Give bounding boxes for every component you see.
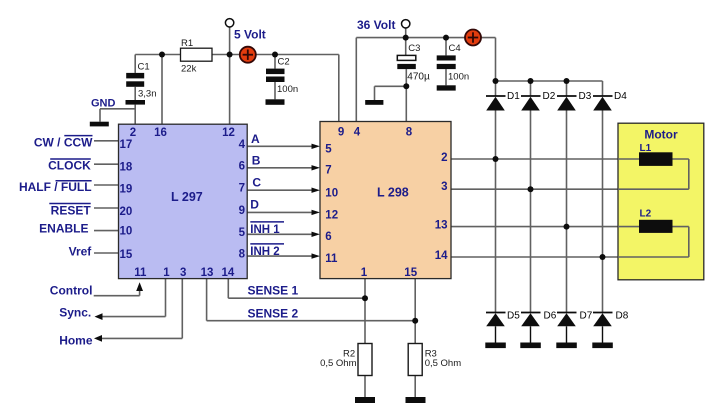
svg-text:9: 9 — [338, 127, 344, 139]
svg-text:6: 6 — [239, 160, 245, 172]
svg-text:3: 3 — [180, 267, 186, 279]
svg-text:SENSE 2: SENSE 2 — [248, 307, 299, 321]
svg-text:Sync.: Sync. — [59, 306, 91, 320]
svg-text:16: 16 — [154, 127, 167, 139]
svg-text:D7: D7 — [580, 310, 593, 321]
svg-text:R1: R1 — [181, 38, 193, 49]
svg-text:12: 12 — [325, 209, 338, 221]
svg-text:10: 10 — [120, 226, 133, 238]
svg-text:RESET: RESET — [51, 204, 92, 218]
svg-text:11: 11 — [134, 267, 147, 279]
svg-text:11: 11 — [325, 253, 338, 265]
svg-text:D4: D4 — [614, 91, 627, 102]
svg-text:C: C — [252, 175, 261, 189]
svg-text:L 298: L 298 — [377, 185, 409, 199]
svg-text:0,5 Ohm: 0,5 Ohm — [320, 358, 357, 369]
svg-text:1: 1 — [361, 267, 368, 279]
svg-text:7: 7 — [239, 183, 245, 195]
svg-text:15: 15 — [120, 249, 133, 261]
svg-text:5 Volt: 5 Volt — [234, 27, 266, 41]
svg-text:C4: C4 — [449, 43, 461, 54]
svg-text:D5: D5 — [507, 310, 520, 321]
svg-text:2: 2 — [441, 152, 447, 164]
svg-text:9: 9 — [239, 205, 245, 217]
svg-text:20: 20 — [120, 206, 133, 218]
svg-text:4: 4 — [239, 139, 246, 151]
svg-text:Motor: Motor — [644, 128, 678, 142]
svg-text:100n: 100n — [448, 72, 469, 83]
svg-text:13: 13 — [435, 220, 448, 232]
svg-text:L1: L1 — [640, 143, 652, 154]
svg-text:INH 1: INH 1 — [250, 224, 280, 236]
svg-text:Home: Home — [59, 334, 93, 348]
svg-text:D8: D8 — [616, 310, 629, 321]
svg-text:13: 13 — [201, 267, 214, 279]
svg-text:C2: C2 — [278, 56, 290, 67]
svg-text:8: 8 — [239, 249, 246, 261]
svg-text:3,3n: 3,3n — [138, 89, 157, 100]
svg-text:7: 7 — [325, 165, 331, 177]
svg-text:22k: 22k — [181, 64, 197, 75]
svg-text:L2: L2 — [640, 209, 652, 220]
svg-text:D2: D2 — [543, 91, 556, 102]
svg-text:3: 3 — [441, 181, 447, 193]
svg-text:B: B — [252, 153, 261, 167]
svg-text:D6: D6 — [544, 310, 557, 321]
svg-text:18: 18 — [120, 162, 133, 174]
svg-text:GND: GND — [91, 97, 116, 109]
svg-text:R2: R2 — [343, 349, 355, 360]
svg-text:36 Volt: 36 Volt — [357, 18, 395, 32]
svg-text:C3: C3 — [408, 43, 420, 54]
svg-text:15: 15 — [404, 267, 417, 279]
svg-text:470µ: 470µ — [407, 72, 430, 83]
svg-text:D1: D1 — [507, 91, 520, 102]
svg-text:D: D — [250, 198, 259, 212]
svg-text:14: 14 — [435, 250, 448, 262]
svg-text:4: 4 — [354, 127, 361, 139]
svg-text:2: 2 — [130, 127, 136, 139]
svg-text:14: 14 — [222, 267, 235, 279]
svg-text:INH 2: INH 2 — [250, 246, 279, 258]
svg-text:5: 5 — [239, 227, 246, 239]
svg-text:HALF / FULL: HALF / FULL — [19, 180, 92, 194]
svg-text:C1: C1 — [138, 61, 150, 72]
svg-text:0,5 Ohm: 0,5 Ohm — [425, 358, 462, 369]
svg-text:19: 19 — [120, 184, 133, 196]
svg-text:D3: D3 — [579, 91, 592, 102]
svg-text:L 297: L 297 — [171, 190, 203, 204]
svg-text:10: 10 — [325, 188, 338, 200]
svg-text:CLOCK: CLOCK — [48, 158, 91, 172]
svg-text:8: 8 — [406, 127, 413, 139]
svg-text:CW / CCW: CW / CCW — [34, 136, 93, 150]
svg-text:Control: Control — [50, 284, 93, 298]
svg-text:ENABLE: ENABLE — [39, 221, 88, 235]
svg-text:100n: 100n — [277, 84, 298, 95]
svg-text:12: 12 — [222, 127, 235, 139]
svg-text:A: A — [251, 132, 260, 146]
svg-text:5: 5 — [325, 143, 332, 155]
svg-text:1: 1 — [163, 267, 170, 279]
svg-text:SENSE 1: SENSE 1 — [248, 284, 299, 298]
svg-text:6: 6 — [325, 231, 331, 243]
svg-text:R3: R3 — [425, 349, 437, 360]
svg-text:Vref: Vref — [69, 245, 93, 259]
svg-text:17: 17 — [120, 139, 133, 151]
